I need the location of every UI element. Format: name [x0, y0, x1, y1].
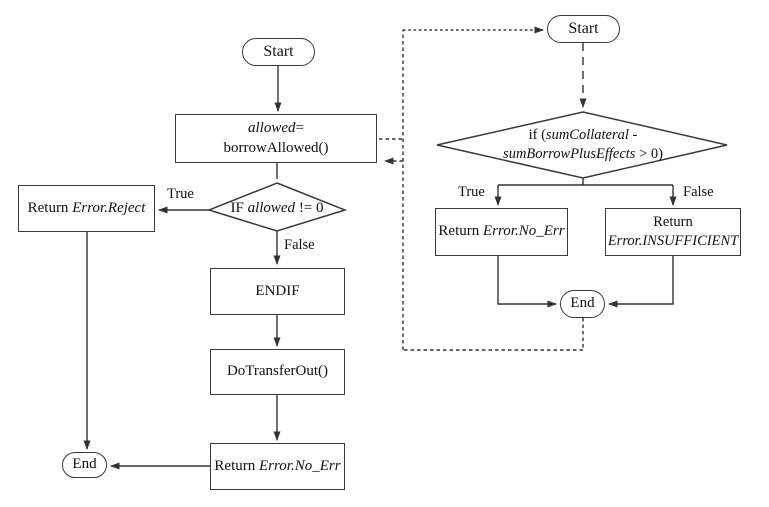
rdecision-l1-var: sumCollateral	[545, 127, 629, 144]
endif-label: ENDIF	[255, 282, 300, 299]
return-no-err-box-right: Return Error.No_Err	[435, 208, 568, 256]
return-error-reject-box: Return Error.Reject	[18, 185, 155, 232]
transfer-label: DoTransferOut()	[226, 363, 329, 380]
return-no-err-value-right: Error.No_Err	[483, 223, 565, 240]
do-transfer-out-box: DoTransferOut()	[210, 349, 345, 395]
reject-prefix-text: Return	[27, 199, 73, 216]
rdecision-l2-suffix: > 0)	[635, 146, 663, 162]
assign-call-text: borrowAllowed()	[223, 139, 329, 156]
rdecision-l1-prefix: if (	[528, 127, 546, 144]
decision-var-left: allowed	[247, 200, 296, 217]
return-insufficient-box: Return Error.INSUFFICIENT	[605, 208, 741, 256]
return-no-err-prefix-right: Return	[438, 223, 483, 240]
start-terminator-right: Start	[547, 15, 620, 43]
assign-var-text: allowed	[248, 120, 296, 136]
return-no-err-value-left: Error.No_Err	[259, 457, 341, 474]
rdecision-l2-var: sumBorrowPlusEffects	[503, 146, 636, 162]
end-label-right: End	[570, 295, 595, 312]
end-label-left: End	[72, 456, 97, 473]
reject-value-text: Error.Reject	[72, 199, 146, 216]
return-no-err-prefix-left: Return	[214, 457, 259, 474]
start-terminator-left: Start	[242, 38, 315, 66]
true-label-right: True	[458, 184, 485, 200]
assign-borrow-allowed-box: allowed= borrowAllowed()	[175, 114, 377, 163]
end-terminator-left: End	[62, 452, 107, 478]
assign-eq-text: =	[295, 120, 304, 136]
insufficient-line2-text: Error.INSUFFICIENT	[607, 233, 739, 249]
insufficient-line1-text: Return	[653, 214, 693, 231]
return-no-err-box-left: Return Error.No_Err	[210, 443, 345, 490]
false-label-right: False	[683, 184, 714, 200]
start-label-left: Start	[263, 42, 294, 60]
start-label-right: Start	[568, 19, 599, 37]
endif-box: ENDIF	[210, 268, 345, 315]
false-label-left: False	[284, 237, 315, 253]
true-label-left: True	[167, 186, 194, 202]
if-allowed-decision-text: IF allowed != 0	[209, 186, 345, 232]
end-terminator-right: End	[560, 290, 605, 318]
rdecision-l1-suffix: -	[628, 127, 638, 144]
sum-collateral-decision-text: if (sumCollateral - sumBorrowPlusEffects…	[458, 117, 708, 173]
decision-prefix-left: IF	[230, 200, 248, 217]
decision-suffix-left: != 0	[295, 200, 324, 217]
